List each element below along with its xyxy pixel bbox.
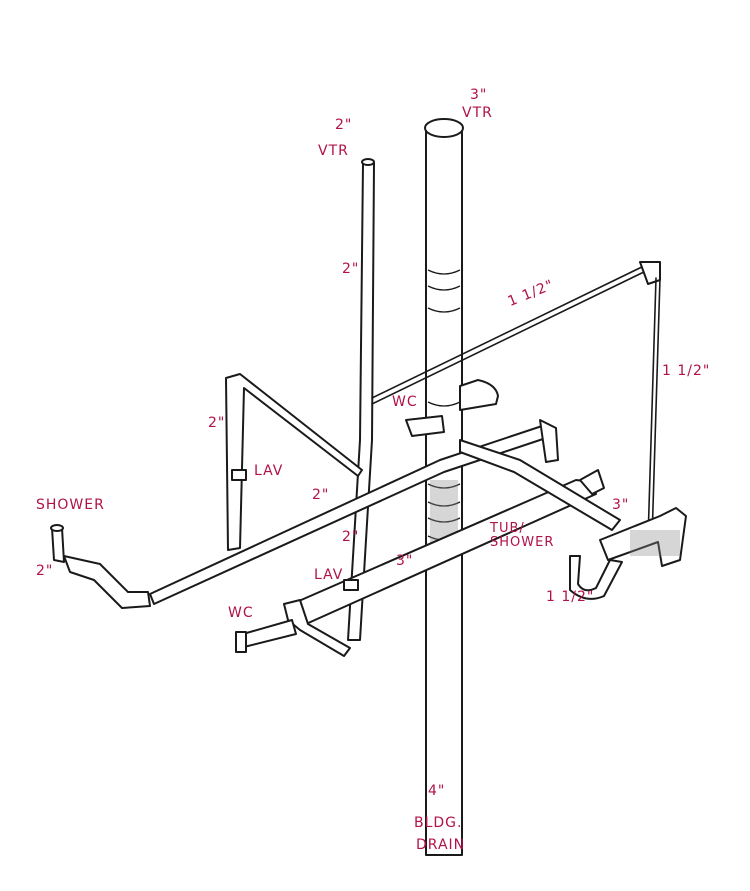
shower-branch-2in <box>50 419 559 609</box>
lav-vent-loop <box>225 373 363 551</box>
wc-lower-label: WC <box>228 605 254 621</box>
riser-2in-lower-label: 2" <box>342 529 360 545</box>
vent-riser-2in <box>347 158 375 641</box>
bldg-drain-label-1: BLDG. <box>414 815 463 831</box>
drain-4in-label: 4" <box>428 783 446 799</box>
wc-upper-label: WC <box>392 394 418 410</box>
lower-wc-branch-3in <box>235 479 597 657</box>
main-stack <box>424 118 464 856</box>
shower-label: SHOWER <box>36 497 105 513</box>
vent-1-5in-vertical-label: 1 1/2" <box>662 363 711 379</box>
bldg-drain-label-2: DRAIN <box>416 837 466 853</box>
tub-shower-branch <box>459 439 687 600</box>
branch-2in-label: 2" <box>312 487 330 503</box>
tub-3in-label: 3" <box>612 497 630 513</box>
branch-3in-label: 3" <box>396 553 414 569</box>
vtr-2in-label: VTR <box>318 143 349 159</box>
vent-line-1-5in <box>371 261 661 541</box>
lav-lower-label: LAV <box>314 567 344 583</box>
riser-2in-label: 2" <box>342 261 360 277</box>
lav-upper-label: LAV <box>254 463 284 479</box>
vtr-3in-size-label: 3" <box>470 87 488 103</box>
lav-vent-2in-label: 2" <box>208 415 226 431</box>
shower-2in-label: 2" <box>36 563 54 579</box>
tub-shower-label: TUB/ SHOWER <box>490 521 555 551</box>
upper-wc-fitting <box>405 379 499 437</box>
tub-1-5in-label: 1 1/2" <box>546 589 595 605</box>
vtr-3in-label: VTR <box>462 105 493 121</box>
vtr-2in-size-label: 2" <box>335 117 353 133</box>
